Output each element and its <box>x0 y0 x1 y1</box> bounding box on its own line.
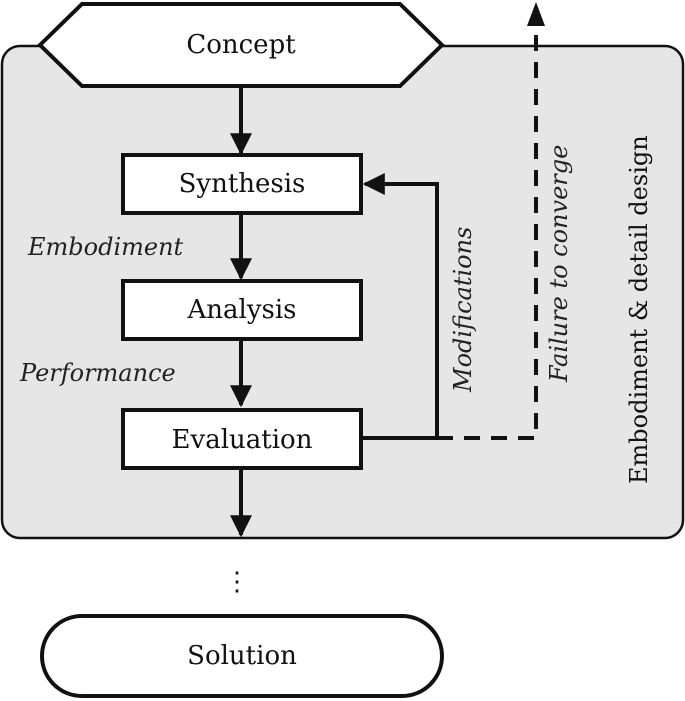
evaluation-node: Evaluation <box>121 408 363 470</box>
synthesis-node: Synthesis <box>121 153 363 215</box>
failure-edge-label: Failure to converge <box>545 145 573 383</box>
performance-edge-label: Performance <box>19 359 176 387</box>
region-label: Embodiment & detail design <box>625 135 653 484</box>
solution-node: Solution <box>40 614 444 698</box>
solution-label: Solution <box>187 641 297 671</box>
concept-node: Concept <box>37 2 445 88</box>
embodiment-edge-label: Embodiment <box>27 233 184 261</box>
modifications-edge-label: Modifications <box>449 227 477 393</box>
continuation-dots: ⋮ <box>224 567 250 597</box>
analysis-label: Analysis <box>186 295 296 325</box>
failure-to-converge-arrow <box>437 10 538 440</box>
evaluation-label: Evaluation <box>172 425 313 455</box>
modifications-loop-arrow <box>361 173 439 440</box>
failure-arrowhead <box>527 2 545 26</box>
synthesis-label: Synthesis <box>179 169 306 199</box>
concept-label: Concept <box>186 30 296 60</box>
analysis-node: Analysis <box>121 279 363 341</box>
